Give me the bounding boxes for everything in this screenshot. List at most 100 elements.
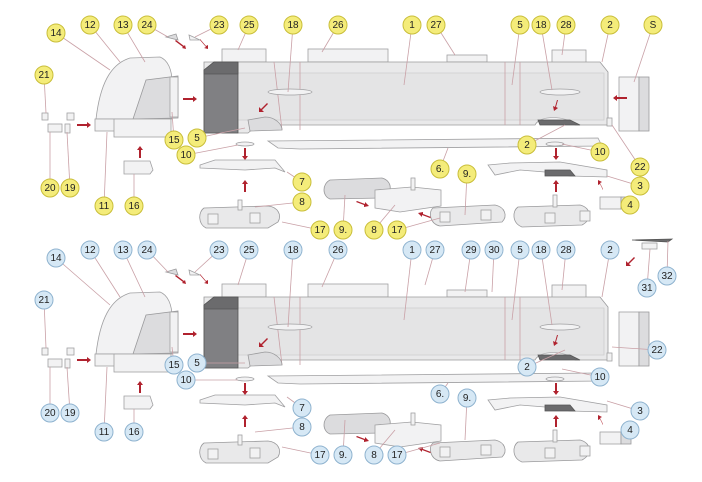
arrow-icon bbox=[613, 95, 627, 101]
callout-label: 28 bbox=[560, 245, 572, 256]
callout-27: 27 bbox=[426, 15, 446, 35]
callout-18: 18 bbox=[283, 240, 303, 260]
callout-9: 9. bbox=[457, 164, 477, 184]
callout-label: 11 bbox=[99, 427, 110, 438]
callout-label: 18 bbox=[287, 20, 299, 31]
callout-label: 6. bbox=[436, 164, 444, 175]
callout-18: 18 bbox=[531, 240, 551, 260]
callout-label: 29 bbox=[465, 245, 477, 256]
callout-circle bbox=[531, 15, 551, 35]
callout-label: 6. bbox=[436, 389, 444, 400]
callout-label: 20 bbox=[44, 183, 56, 194]
callout-10: 10 bbox=[590, 367, 610, 387]
callout-label: 16 bbox=[128, 201, 140, 212]
callout-circle bbox=[283, 240, 303, 260]
callout-15: 15 bbox=[164, 355, 184, 375]
callout-9: 9. bbox=[457, 388, 477, 408]
callout-3: 3 bbox=[630, 176, 650, 196]
callout-label: 2 bbox=[524, 362, 530, 373]
callout-circle bbox=[328, 240, 348, 260]
callout-label: 19 bbox=[64, 408, 76, 419]
leader-line bbox=[103, 366, 108, 433]
callout-label: 7 bbox=[299, 177, 305, 188]
callout-16: 16 bbox=[124, 196, 144, 216]
callout-circle bbox=[60, 403, 80, 423]
callout-circle bbox=[510, 240, 530, 260]
callout-label: 22 bbox=[634, 162, 646, 173]
callout-label: 13 bbox=[117, 245, 129, 256]
callout-circle bbox=[333, 445, 353, 465]
callout-label: 13 bbox=[117, 20, 129, 31]
callout-22: 22 bbox=[630, 157, 650, 177]
leader-line bbox=[287, 24, 294, 93]
callout-6: 6. bbox=[430, 159, 450, 179]
leader-line bbox=[287, 249, 294, 328]
callout-circle bbox=[283, 15, 303, 35]
callout-label: 24 bbox=[141, 20, 153, 31]
callout-circle bbox=[310, 445, 330, 465]
callout-circle bbox=[124, 422, 144, 442]
callout-label: 17 bbox=[314, 450, 326, 461]
callout-10: 10 bbox=[176, 370, 196, 390]
callout-circle bbox=[517, 357, 537, 377]
callout-7: 7 bbox=[292, 172, 312, 192]
callout-19: 19 bbox=[60, 178, 80, 198]
callout-9: 9. bbox=[333, 445, 353, 465]
callout-circle bbox=[630, 176, 650, 196]
callout-8: 8 bbox=[292, 192, 312, 212]
callout-circle bbox=[176, 370, 196, 390]
callout-11: 11 bbox=[94, 422, 114, 442]
callout-circle bbox=[164, 355, 184, 375]
callout-circle bbox=[643, 15, 663, 35]
callout-circle bbox=[80, 15, 100, 35]
callout-label: S bbox=[650, 20, 657, 31]
callout-circle bbox=[164, 130, 184, 150]
callout-circle bbox=[333, 220, 353, 240]
callout-circle bbox=[590, 367, 610, 387]
callout-circle bbox=[461, 240, 481, 260]
callout-26: 26 bbox=[328, 15, 348, 35]
leader-line bbox=[55, 32, 111, 71]
callout-label: 9. bbox=[463, 169, 471, 180]
callout-label: 4 bbox=[627, 425, 633, 436]
callout-label: 23 bbox=[213, 20, 225, 31]
callout-label: 18 bbox=[287, 245, 299, 256]
callout-2: 2 bbox=[600, 240, 620, 260]
callout-circle bbox=[457, 164, 477, 184]
callout-label: 1 bbox=[409, 20, 415, 31]
callout-label: 5 bbox=[194, 133, 200, 144]
callout-2: 2 bbox=[600, 15, 620, 35]
callout-label: 14 bbox=[50, 253, 62, 264]
callout-circle bbox=[402, 15, 422, 35]
callout-16: 16 bbox=[124, 422, 144, 442]
callout-circle bbox=[94, 196, 114, 216]
callout-24: 24 bbox=[137, 240, 157, 260]
callout-label: 5 bbox=[194, 358, 200, 369]
callout-label: 20 bbox=[44, 408, 56, 419]
callout-circle bbox=[556, 15, 576, 35]
callout-circle bbox=[510, 15, 530, 35]
callout-label: 17 bbox=[314, 225, 326, 236]
callout-circle bbox=[590, 142, 610, 162]
callout-circle bbox=[484, 240, 504, 260]
callout-label: 10 bbox=[594, 372, 606, 383]
callout-circle bbox=[556, 240, 576, 260]
callout-label: 10 bbox=[180, 150, 192, 161]
callout-1: 1 bbox=[402, 15, 422, 35]
callout-label: 18 bbox=[535, 20, 547, 31]
callout-circle bbox=[600, 240, 620, 260]
callout-circle bbox=[387, 445, 407, 465]
callout-label: 15 bbox=[168, 360, 180, 371]
callout-label: 12 bbox=[84, 245, 96, 256]
callout-21: 21 bbox=[34, 290, 54, 310]
callout-circle bbox=[637, 278, 657, 298]
callout-label: 17 bbox=[391, 450, 403, 461]
callout-circle bbox=[239, 240, 259, 260]
callout-label: 25 bbox=[243, 245, 255, 256]
callout-label: 3 bbox=[637, 181, 643, 192]
callout-circle bbox=[657, 266, 677, 286]
callout-6: 6. bbox=[430, 384, 450, 404]
callout-label: 26 bbox=[332, 245, 344, 256]
callout-5: 5 bbox=[510, 15, 530, 35]
callout-13: 13 bbox=[113, 240, 133, 260]
